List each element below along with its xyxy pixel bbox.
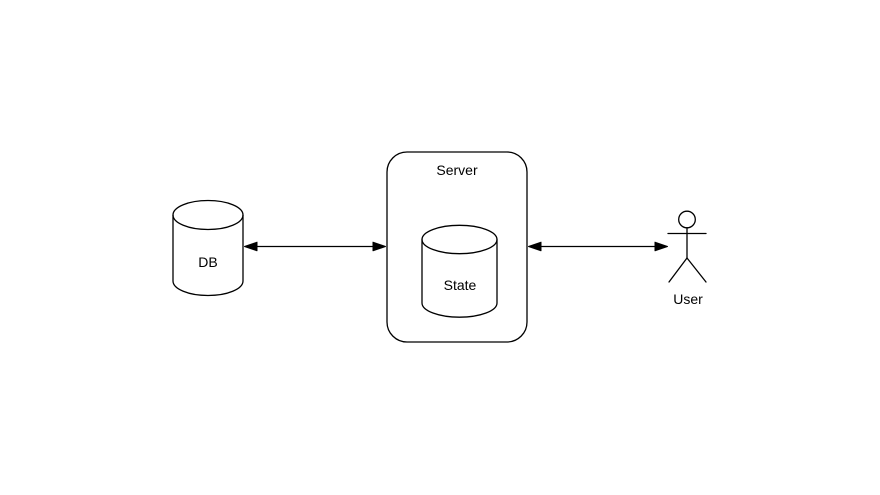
edge-db-server xyxy=(244,241,386,252)
user-label: User xyxy=(673,291,703,307)
user-actor-left-leg xyxy=(668,257,688,283)
node-user: User xyxy=(667,210,707,307)
arrowhead-left-icon xyxy=(244,241,258,252)
node-db: DB xyxy=(172,199,244,297)
arrowhead-left-icon xyxy=(528,241,542,252)
server-label: Server xyxy=(436,162,478,178)
state-cylinder-seam xyxy=(421,239,498,255)
edge-server-user xyxy=(528,241,668,252)
user-actor-head xyxy=(678,210,696,229)
db-label: DB xyxy=(198,254,217,270)
node-state: State xyxy=(421,224,498,318)
arrowhead-right-icon xyxy=(654,241,668,252)
db-cylinder-seam xyxy=(172,214,244,231)
db-cylinder-shape xyxy=(172,199,244,297)
state-cylinder-shape xyxy=(421,224,498,318)
arrowhead-right-icon xyxy=(372,241,386,252)
node-server: Server State xyxy=(386,151,528,343)
state-label: State xyxy=(444,277,477,293)
user-actor-right-leg xyxy=(686,257,707,283)
